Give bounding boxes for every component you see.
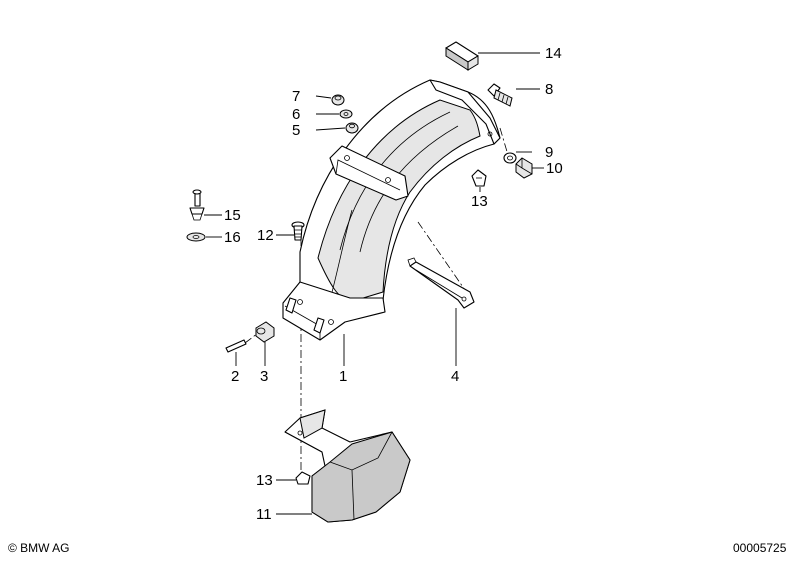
axis-line-right	[417, 221, 466, 291]
screw-part-12	[291, 221, 305, 241]
nut-part-7	[331, 94, 345, 106]
callout-12: 12	[257, 227, 274, 244]
mounting-hole	[344, 155, 350, 161]
callout-1: 1	[339, 368, 347, 385]
washer-part-16	[186, 232, 206, 242]
mounting-hole	[297, 299, 303, 305]
callout-16: 16	[224, 229, 241, 246]
washer-part-6	[339, 109, 353, 119]
callout-13-upper: 13	[471, 193, 488, 210]
pin-part-2	[225, 339, 247, 353]
callout-2: 2	[231, 368, 239, 385]
leader-lines	[204, 52, 544, 515]
mounting-hole	[328, 319, 334, 325]
mounting-hole	[297, 430, 303, 436]
washer-part-5	[345, 122, 359, 134]
callout-14: 14	[545, 45, 562, 62]
rear-mudguard-part	[282, 79, 501, 341]
clip-nut-part-13-lower	[295, 471, 311, 485]
callout-15: 15	[224, 207, 241, 224]
callout-7: 7	[292, 88, 300, 105]
callout-13-lower: 13	[256, 472, 273, 489]
callout-3: 3	[260, 368, 268, 385]
callout-5: 5	[292, 122, 300, 139]
copyright-notice: © BMW AG	[8, 541, 70, 555]
mounting-hole	[385, 177, 391, 183]
washer-part-9	[503, 152, 517, 164]
axis-line-bolt	[499, 127, 509, 156]
callout-4: 4	[451, 368, 459, 385]
callout-9: 9	[545, 144, 553, 161]
mounting-hole	[487, 131, 493, 137]
expanding-rivet-part-15	[189, 189, 205, 221]
support-bracket-part-4	[407, 257, 475, 309]
diagram-number: 00005725	[733, 541, 787, 555]
callout-11: 11	[256, 506, 272, 523]
splash-guard-part-11	[284, 409, 411, 523]
spacer-block-part	[445, 41, 479, 71]
callout-6: 6	[292, 106, 300, 123]
clip-nut-part-13-upper	[471, 169, 487, 187]
callout-10: 10	[546, 160, 563, 177]
spacer-sleeve-part-3	[255, 321, 275, 343]
cap-nut-part-10	[515, 157, 533, 179]
callout-8: 8	[545, 81, 553, 98]
bolt-part-8	[487, 83, 513, 107]
